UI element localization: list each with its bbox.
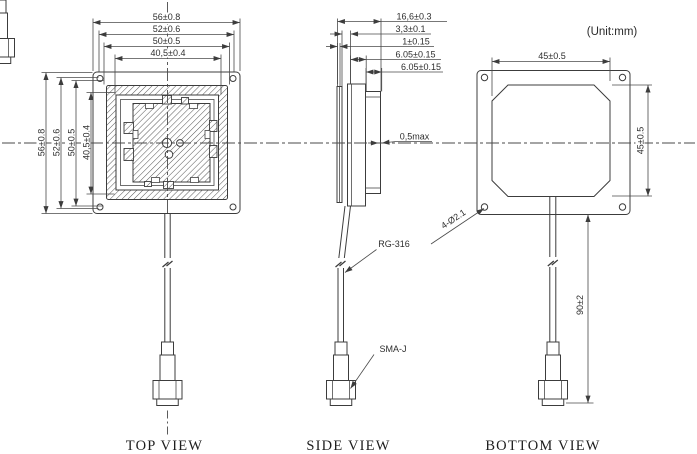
mounting-hole: [96, 203, 104, 211]
dim-top-height-40-5: 40,5±0.4: [82, 125, 92, 160]
mounting-hole: [229, 75, 237, 82]
dim-top-width-50: 50±0.5: [153, 36, 180, 46]
dim-side-1: 1±0.15: [402, 37, 429, 47]
mounting-hole: [480, 73, 489, 82]
cable-break-marks: [162, 257, 559, 268]
dim-bottom-width: 45±0.5: [538, 51, 565, 61]
dim-side-gap: 0,5max: [400, 132, 430, 142]
mounting-holes-note: 4-Ø2.1: [439, 207, 467, 231]
feed-pin-hole: [164, 150, 174, 159]
side-housing: [347, 83, 366, 207]
mounting-hole: [96, 75, 104, 82]
connector-type-label: SMA-J: [380, 344, 407, 354]
dim-top-width-52: 52±0.6: [153, 24, 180, 34]
sma-connector-top: [152, 341, 183, 406]
mounting-hole: [618, 73, 627, 82]
dim-side-6-05-b: 6.05±0.15: [401, 62, 441, 72]
top-view-label: TOP VIEW: [126, 438, 203, 454]
dim-top-width-40-5: 40,5±0.4: [151, 48, 186, 58]
side-view-label: SIDE VIEW: [306, 438, 390, 454]
bottom-view: [476, 70, 631, 215]
dim-top-height-52: 52±0.6: [52, 129, 62, 156]
dim-bottom-height: 45±0.5: [636, 127, 646, 154]
top-view-dimensions: 56±0.8 52±0.6 50±0.5 40,5±0.4 56±0.8 52±…: [36, 12, 241, 214]
sma-connector-side: [326, 341, 356, 406]
bottom-view-label: BOTTOM VIEW: [485, 438, 600, 454]
side-cable: [343, 205, 351, 342]
dim-top-height-56: 56±0.8: [37, 129, 47, 156]
side-view: [336, 83, 381, 207]
cable-type-label: RG-316: [378, 239, 410, 249]
dim-side-depth-total: 16,6±0.3: [397, 12, 432, 22]
mounting-hole: [618, 203, 627, 211]
ceramic-element-outline: [491, 84, 611, 197]
dim-top-height-50: 50±0.5: [67, 129, 77, 156]
dim-top-width-56: 56±0.8: [153, 12, 180, 22]
dim-side-6-05-a: 6.05±0.15: [396, 50, 436, 60]
centerlines: [2, 2, 695, 437]
dim-cable-length: 90±2: [575, 295, 585, 315]
side-view-dimensions: 16,6±0.3 3,3±0.1 1±0.15 6.05±0.15 6.05±0…: [326, 12, 447, 389]
mounting-hole: [229, 203, 237, 211]
unit-note: (Unit:mm): [587, 26, 638, 38]
cables: [164, 196, 557, 342]
sma-connector-bottom: [538, 341, 568, 406]
dim-side-3-3: 3,3±0.1: [396, 24, 426, 34]
side-patch: [365, 91, 381, 194]
